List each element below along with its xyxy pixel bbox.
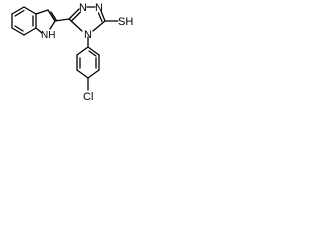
- atom-label-n2: N: [95, 2, 103, 14]
- atom-label-thiol: SH: [118, 16, 133, 28]
- atom-label-chlorine: Cl: [83, 91, 93, 103]
- atom-label-n4: N: [84, 29, 92, 41]
- indole-triazole-bond: [54, 18, 70, 22]
- molecule-structure-diagram: N N N SH NH Cl: [11, 2, 133, 103]
- chlorophenyl-ring: [76, 46, 100, 79]
- triazole-ring: [68, 6, 106, 32]
- indole-benzene-ring: [11, 6, 37, 36]
- atom-label-indole-nh: NH: [41, 30, 55, 41]
- atom-label-n1: N: [79, 2, 87, 14]
- indole-pyrrole-ring: [35, 9, 58, 34]
